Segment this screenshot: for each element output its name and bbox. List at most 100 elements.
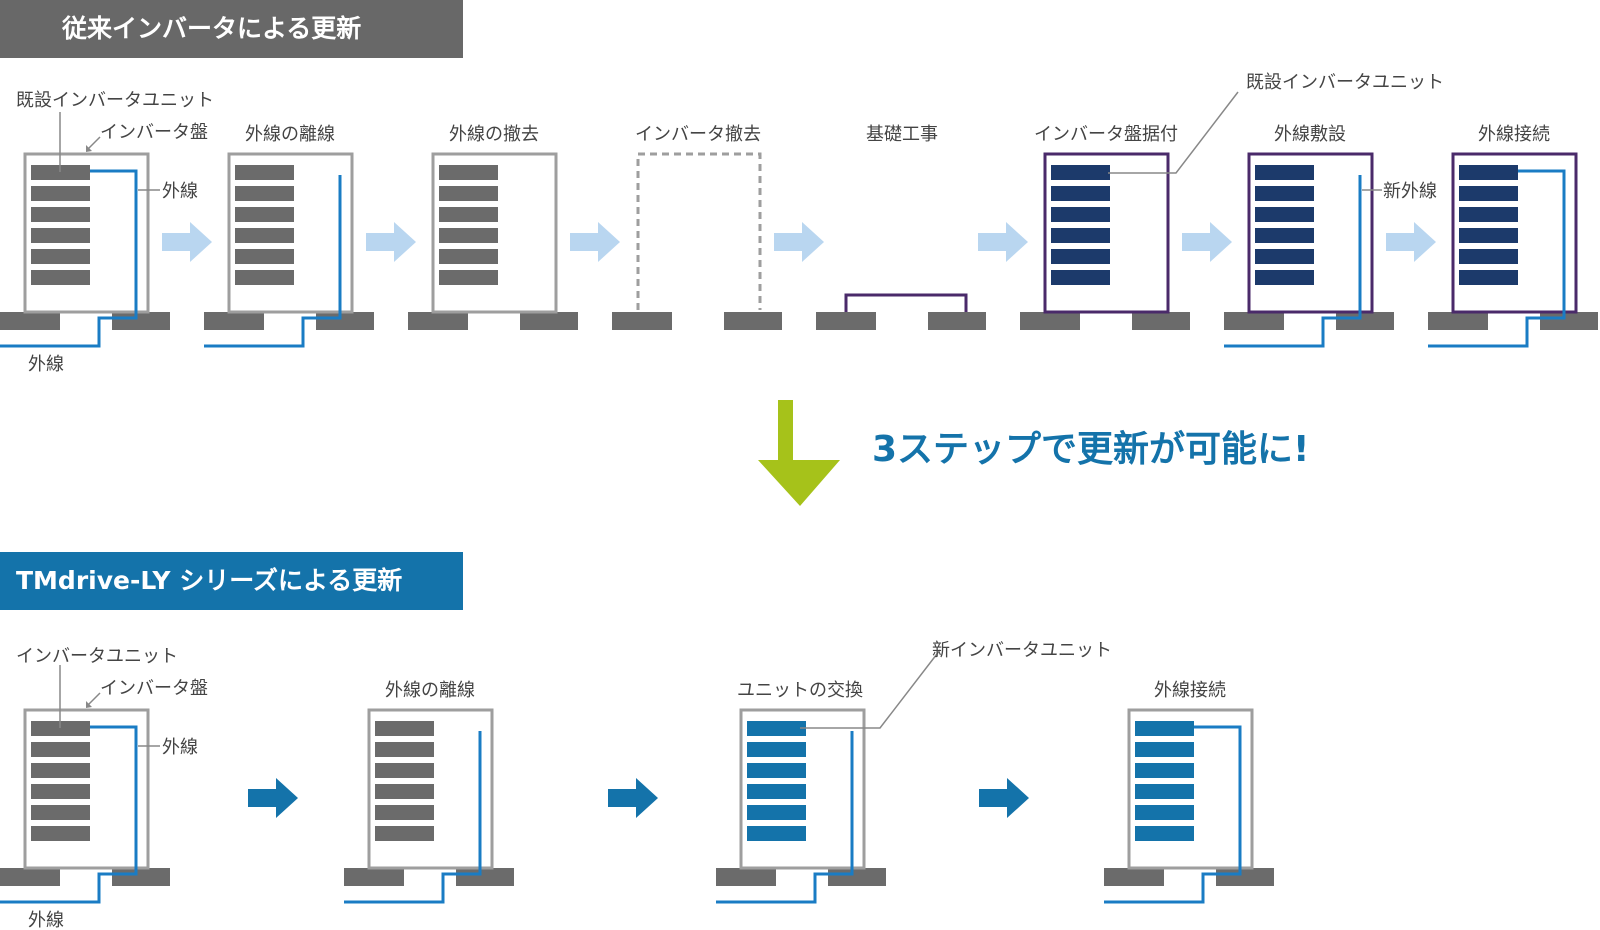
inverter-panel-frame <box>431 152 558 314</box>
new-outer-wire <box>1224 175 1362 348</box>
old-stage-existing: 既設インバータユニット インバータ盤 外線 外線 <box>0 90 214 375</box>
label-new-wire: 新外線 <box>1383 181 1437 202</box>
foundation-base-right <box>928 312 986 330</box>
foundation-base-right <box>112 312 170 330</box>
inverter-panel-frame <box>1043 152 1170 314</box>
outer-wire <box>1428 169 1566 348</box>
outer-wire <box>204 175 342 348</box>
foundation-base-left <box>408 312 468 330</box>
new-foundation-frame <box>844 293 968 312</box>
inverter-unit-stack <box>1135 721 1194 841</box>
outer-wire <box>716 731 854 904</box>
inverter-panel-frame <box>1127 708 1254 870</box>
step-arrow <box>608 778 658 818</box>
foundation-base-left <box>0 312 60 330</box>
old-stage-lay-wires: 外線敷設 新外線 <box>1224 124 1437 348</box>
foundation-base-right <box>1540 312 1598 330</box>
old-stage-connect-wires: 外線接続 <box>1428 124 1598 348</box>
foundation-base-right <box>1216 868 1274 886</box>
label-new-unit: 新インバータユニット <box>932 640 1112 661</box>
label-panel: インバータ盤 <box>100 678 208 699</box>
label-panel: インバータ盤 <box>100 122 208 143</box>
step-arrow <box>570 222 620 262</box>
leader-arrowhead <box>86 701 92 708</box>
inverter-panel-frame <box>1451 152 1578 314</box>
step-label: 外線の離線 <box>385 680 475 701</box>
inverter-panel-frame <box>367 708 494 870</box>
new-stage-unit-exchange: ユニットの交換 新インバータユニット <box>716 640 1112 904</box>
label-unit: インバータユニット <box>16 646 178 667</box>
foundation-base-left <box>716 868 776 886</box>
foundation-base-right <box>828 868 886 886</box>
step-arrow <box>1386 222 1436 262</box>
step-arrow <box>248 778 298 818</box>
foundation-base-left <box>1020 312 1080 330</box>
section-header-old: 従来インバータによる更新 <box>0 0 463 58</box>
foundation-base-left <box>1104 868 1164 886</box>
outer-wire <box>344 731 482 904</box>
inverter-unit-stack <box>747 721 806 841</box>
step-label: 外線の離線 <box>245 124 335 145</box>
step-label: ユニットの交換 <box>737 680 863 701</box>
step-label: インバータ撤去 <box>635 124 761 145</box>
inverter-panel-frame <box>23 152 150 314</box>
new-stage-existing: インバータユニット インバータ盤 外線 外線 <box>0 646 208 930</box>
foundation-base-right <box>724 312 782 330</box>
outer-wire <box>1104 725 1242 904</box>
inverter-panel-frame <box>23 708 150 870</box>
step-arrow <box>774 222 824 262</box>
label-outer-wire-bottom: 外線 <box>28 910 64 930</box>
label-existing-unit-top: 既設インバータユニット <box>1246 72 1444 93</box>
inverter-unit-stack <box>1459 165 1518 285</box>
foundation-base-left <box>0 868 60 886</box>
step-label: 外線接続 <box>1154 680 1226 701</box>
old-stage-foundation: 基礎工事 <box>816 124 986 330</box>
label-outer-wire: 外線 <box>162 737 198 758</box>
inverter-unit-stack <box>1255 165 1314 285</box>
foundation-base-right <box>1336 312 1394 330</box>
leader-arrowhead <box>86 145 92 152</box>
step-arrow <box>366 222 416 262</box>
inverter-unit-stack <box>375 721 434 841</box>
leader-line <box>800 649 941 729</box>
section-header-new: TMdrive-LY シリーズによる更新 <box>0 552 463 610</box>
big-down-arrow-icon <box>758 400 840 506</box>
foundation-base-right <box>520 312 578 330</box>
foundation-base-right <box>316 312 374 330</box>
inverter-unit-stack <box>31 165 90 285</box>
step-label: 外線敷設 <box>1274 124 1346 145</box>
label-outer-wire: 外線 <box>162 181 198 202</box>
inverter-unit-stack <box>31 721 90 841</box>
inverter-unit-stack <box>1051 165 1110 285</box>
foundation-base-left <box>204 312 264 330</box>
old-stage-disconnect: 外線の離線 <box>204 124 374 348</box>
foundation-base-left <box>344 868 404 886</box>
blue-arrows <box>248 778 1029 818</box>
step-arrow <box>979 778 1029 818</box>
old-stage-remove-inverter: インバータ撤去 <box>612 124 782 330</box>
foundation-base-left <box>612 312 672 330</box>
new-stage-connect-wires: 外線接続 <box>1104 680 1274 904</box>
step-label: 基礎工事 <box>866 124 938 145</box>
old-stage-remove-wires: 外線の撤去 <box>408 124 578 330</box>
step-arrow <box>1182 222 1232 262</box>
leader-line <box>86 692 101 707</box>
label-existing-unit: 既設インバータユニット <box>16 90 214 111</box>
step-label: 外線の撤去 <box>449 124 539 145</box>
step-arrow <box>978 222 1028 262</box>
step-label: 外線接続 <box>1478 124 1550 145</box>
headline-3-steps: 3ステップで更新が可能に! <box>872 429 1310 470</box>
foundation-base-left <box>816 312 876 330</box>
foundation-base-right <box>456 868 514 886</box>
new-stage-disconnect: 外線の離線 <box>344 680 514 904</box>
outer-wire <box>0 725 138 904</box>
label-outer-wire-bottom: 外線 <box>28 354 64 375</box>
leader-line <box>1108 91 1239 174</box>
foundation-base-left <box>1224 312 1284 330</box>
foundation-base-right <box>1132 312 1190 330</box>
inverter-panel-frame <box>1247 152 1374 314</box>
foundation-base-left <box>1428 312 1488 330</box>
light-arrows <box>162 222 1436 262</box>
old-stage-install-panel: インバータ盤据付 既設インバータユニット <box>1020 72 1444 330</box>
